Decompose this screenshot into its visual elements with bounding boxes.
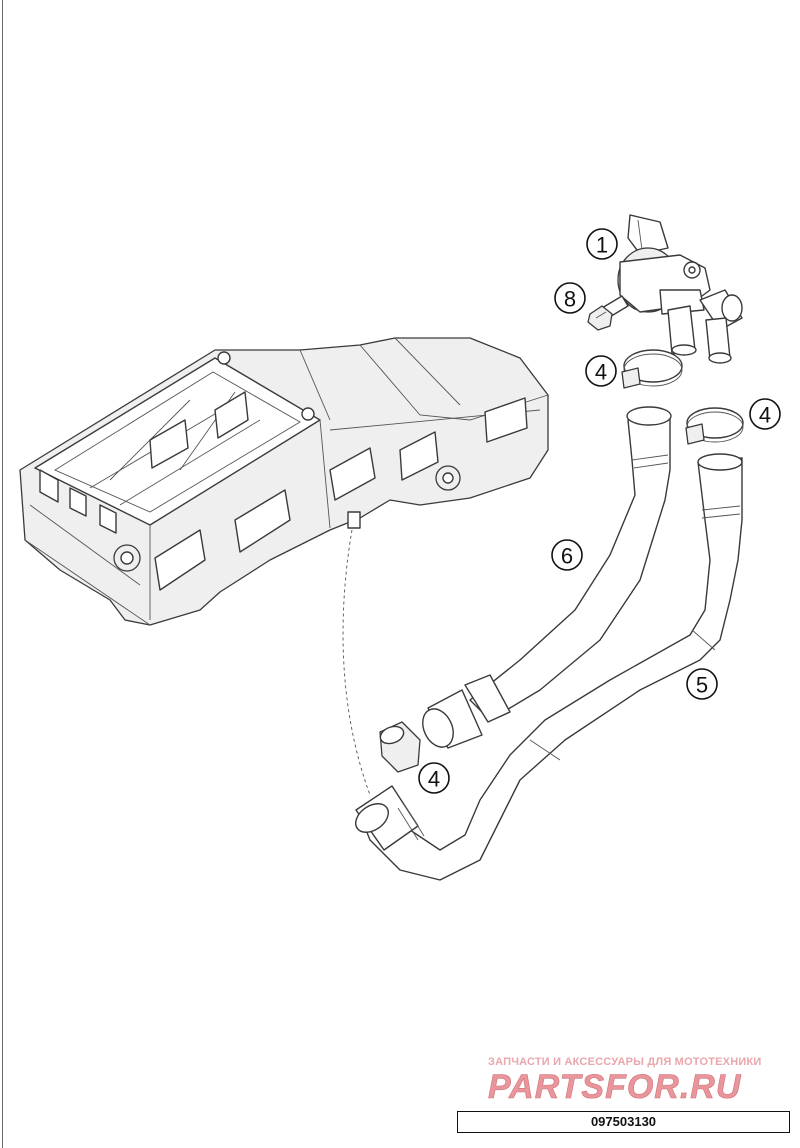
air-filter-box: [19, 337, 549, 626]
callout-5-label: 5: [696, 673, 708, 698]
part-number: 097503130: [590, 1114, 657, 1129]
valve-part-1: [617, 214, 743, 364]
callout-4-lower-label: 4: [428, 767, 440, 792]
callout-8-label: 8: [564, 287, 576, 312]
clamp-part-4-right: [685, 407, 744, 445]
callout-5: 5: [686, 668, 718, 700]
callout-1: 1: [586, 228, 618, 260]
watermark-tagline: ЗАПЧАСТИ И АКСЕССУАРЫ ДЛЯ МОТОТЕХНИКИ: [488, 1056, 762, 1068]
watermark-logo: PARTSFOR.RU: [488, 1068, 742, 1106]
callout-6: 6: [551, 539, 583, 571]
callout-4-upper-label: 4: [595, 360, 607, 385]
part-number-box: 097503130: [457, 1111, 790, 1133]
callout-4-lower: 4: [418, 762, 450, 794]
callout-8: 8: [554, 282, 586, 314]
cap-part-4-lower: [379, 721, 421, 773]
callout-4-right: 4: [749, 398, 781, 430]
callout-4-upper: 4: [585, 355, 617, 387]
callout-6-label: 6: [561, 544, 573, 569]
clamp-part-4-upper: [621, 349, 683, 389]
bolt-part-8: [587, 295, 629, 331]
hose-part-5: [355, 453, 743, 881]
hose-part-6: [422, 406, 672, 749]
watermark-logo-text: PARTSFOR.RU: [488, 1068, 742, 1106]
callout-1-label: 1: [596, 233, 608, 258]
routing-line: [342, 529, 371, 796]
page-frame-left: [2, 0, 3, 1148]
callout-4-right-label: 4: [759, 403, 771, 428]
